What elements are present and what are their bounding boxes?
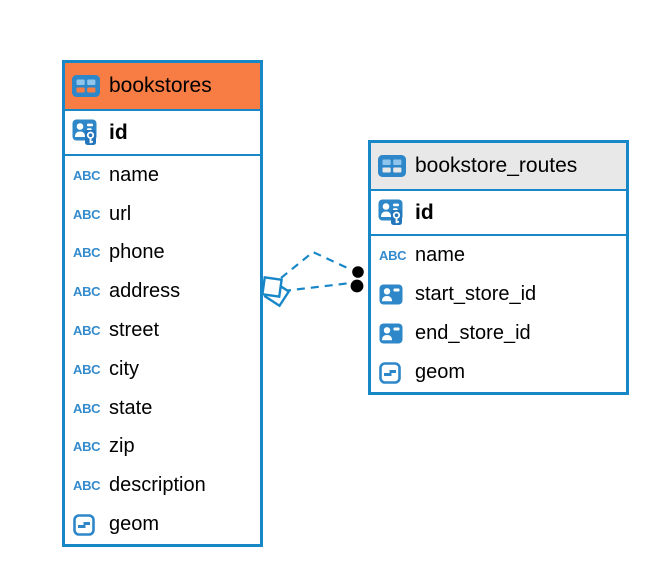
column-name: street <box>109 319 160 342</box>
column-name: name <box>415 244 466 266</box>
column-name: zip <box>109 435 135 458</box>
column-row[interactable]: ABC description <box>65 466 260 505</box>
geometry-type-icon <box>379 361 408 384</box>
relationship-target-marker[interactable] <box>350 264 366 293</box>
table-node-bookstore-routes[interactable]: bookstore_routes id ABC name <box>368 140 629 395</box>
text-type-icon: ABC <box>73 478 101 494</box>
column-row[interactable]: ABC name <box>65 156 260 195</box>
column-name: end_store_id <box>415 322 531 344</box>
table-name: bookstores <box>109 74 212 97</box>
column-name: city <box>109 357 139 380</box>
column-name: geom <box>415 361 466 383</box>
column-name: geom <box>109 513 160 536</box>
column-row[interactable]: start_store_id <box>371 275 626 314</box>
column-name: phone <box>109 241 165 264</box>
column-row[interactable]: ABC address <box>65 272 260 311</box>
column-name: state <box>109 396 153 419</box>
text-type-icon: ABC <box>73 206 101 222</box>
text-type-icon: ABC <box>379 248 407 263</box>
column-name: start_store_id <box>415 283 537 305</box>
text-type-icon: ABC <box>73 167 101 183</box>
column-name: description <box>109 474 206 497</box>
column-row[interactable]: ABC phone <box>65 234 260 273</box>
column-row[interactable]: ABC name <box>371 236 626 275</box>
text-type-icon: ABC <box>73 361 101 377</box>
column-name: id <box>415 200 434 224</box>
column-row[interactable]: ABC city <box>65 350 260 389</box>
column-name: name <box>109 163 160 186</box>
table-icon <box>72 75 101 97</box>
column-row[interactable]: ABC zip <box>65 428 260 467</box>
column-row[interactable]: ABC url <box>65 195 260 234</box>
text-type-icon: ABC <box>73 400 101 416</box>
foreign-key-icon <box>379 284 408 305</box>
column-name: url <box>109 202 132 225</box>
foreign-key-icon <box>379 323 408 344</box>
column-name: address <box>109 280 181 303</box>
text-type-icon: ABC <box>73 439 101 455</box>
table-header-bookstore-routes[interactable]: bookstore_routes <box>371 143 626 191</box>
column-row[interactable]: geom <box>65 505 260 544</box>
geometry-type-icon <box>73 513 102 536</box>
column-row[interactable]: geom <box>371 353 626 392</box>
table-icon <box>378 155 407 177</box>
text-type-icon: ABC <box>73 284 101 300</box>
relationship-line-upper[interactable] <box>280 250 355 279</box>
primary-key-icon <box>72 119 100 146</box>
column-row[interactable]: ABC street <box>65 311 260 350</box>
text-type-icon: ABC <box>73 245 101 261</box>
table-name: bookstore_routes <box>415 154 578 177</box>
relationship-source-marker[interactable] <box>261 276 291 308</box>
primary-key-icon <box>378 199 406 226</box>
column-name: id <box>109 120 128 144</box>
column-row[interactable]: end_store_id <box>371 314 626 353</box>
relationship-line-lower[interactable] <box>282 281 352 293</box>
column-row-pk[interactable]: id <box>65 111 260 156</box>
column-row[interactable]: ABC state <box>65 389 260 428</box>
text-type-icon: ABC <box>73 323 101 339</box>
table-node-bookstores[interactable]: bookstores id ABC name <box>62 60 263 547</box>
table-header-bookstores[interactable]: bookstores <box>65 63 260 111</box>
column-row-pk[interactable]: id <box>371 191 626 236</box>
